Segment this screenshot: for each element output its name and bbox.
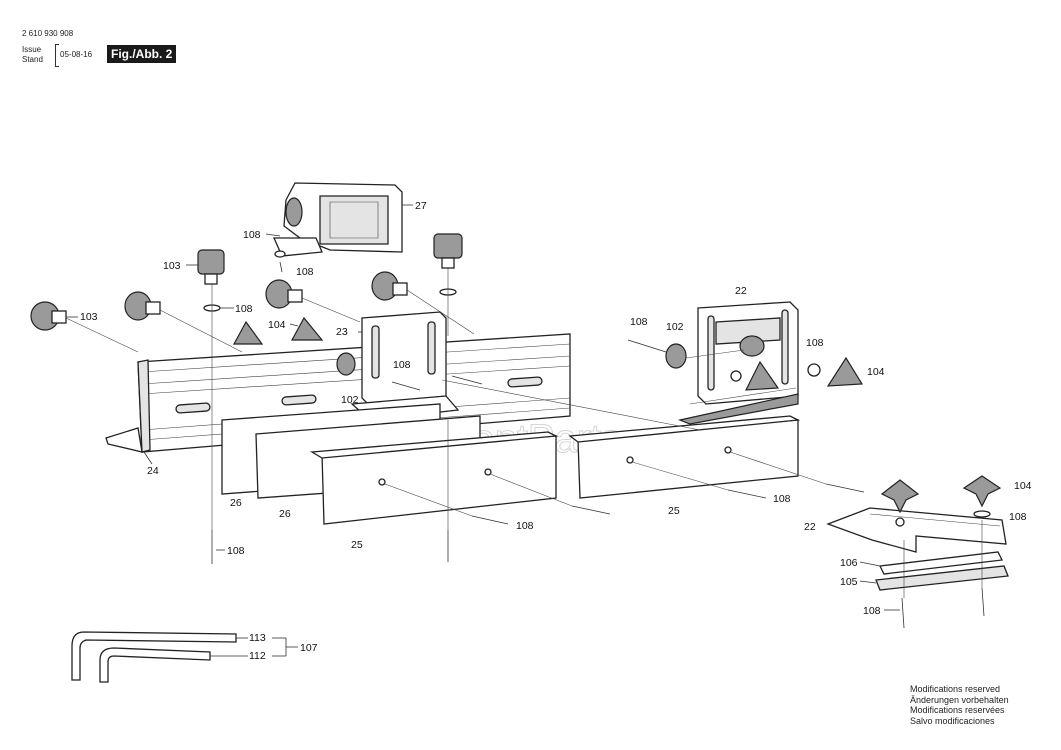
callout-108: 108 [1009,511,1027,523]
callout-labels: 27 108 108 103 108 103 104 23 108 102 24… [66,200,1032,662]
callout-108: 108 [516,520,534,532]
hex-key-112 [99,647,211,683]
callout-22: 22 [735,285,747,297]
hex-key-bracket [210,637,298,657]
hex-key-113 [71,631,237,681]
doc-number: 2 610 930 908 [22,29,74,38]
issue-label: Issue [22,45,42,54]
callout-25: 25 [668,505,680,517]
knob-103-top [197,249,225,285]
star-knob-104-f [739,335,780,391]
washer-d [973,510,991,518]
part-27-dust-hood [272,182,413,257]
knob-102-left [336,352,356,376]
callout-108: 108 [235,303,253,315]
part-25-plate-right [568,415,801,499]
modification-notes: Modifications reserved Änderungen vorbeh… [910,684,1009,726]
knob-103-c [265,279,303,309]
callout-106: 106 [840,557,858,569]
star-knob-104-e [962,475,1002,508]
part-105-strip [875,565,1009,591]
note-line: Änderungen vorbehalten [910,694,1009,705]
callout-108: 108 [806,337,824,349]
washer-e [274,250,286,258]
part-22-base-plate [826,507,1007,553]
callout-104: 104 [1014,480,1032,492]
callout-26: 26 [230,497,242,509]
callout-105: 105 [840,576,858,588]
callout-103: 103 [80,311,98,323]
knob-102-right [627,339,687,369]
knob-103-d [433,233,463,269]
callout-27: 27 [415,200,427,212]
callout-108: 108 [393,359,411,371]
callout-108: 108 [243,229,261,241]
note-line: Salvo modificaciones [910,715,995,726]
callout-102: 102 [666,321,684,333]
callout-25: 25 [351,539,363,551]
callout-23: 23 [336,326,348,338]
screws-108 [211,261,985,629]
star-knob-104-b [290,316,324,341]
callout-112: 112 [249,650,266,662]
callout-22: 22 [804,521,816,533]
star-knob-104-d [880,479,920,514]
callout-108: 108 [863,605,881,617]
knob-103-e [371,271,408,301]
knob-103-b [124,291,161,321]
leader-lines [65,268,983,598]
callout-104: 104 [867,366,885,378]
callout-113: 113 [249,632,266,644]
callout-24: 24 [147,465,159,477]
issue-date: 05-08-16 [60,50,93,59]
callout-107: 107 [300,642,318,654]
star-knob-104-c [826,356,864,387]
part-22-upright-bracket [677,301,799,425]
note-line: Modifications reservées [910,705,1005,715]
callout-108: 108 [296,266,314,278]
part-106-strip [879,551,1003,575]
stand-label: Stand [22,55,43,64]
callout-108: 108 [630,316,648,328]
figure-badge: Fig./Abb. 2 [107,45,177,63]
callout-108: 108 [227,545,245,557]
callout-108: 108 [773,493,791,505]
star-knob-104-a [232,320,264,345]
callout-103: 103 [163,260,181,272]
note-line: Modifications reserved [910,684,1001,694]
callout-102: 102 [341,394,359,406]
callout-26: 26 [279,508,291,520]
knob-103-left [30,301,67,331]
part-25-plate-left [309,431,559,525]
washer-c [807,363,821,377]
issue-bracket [55,44,59,67]
callout-104: 104 [268,319,286,331]
